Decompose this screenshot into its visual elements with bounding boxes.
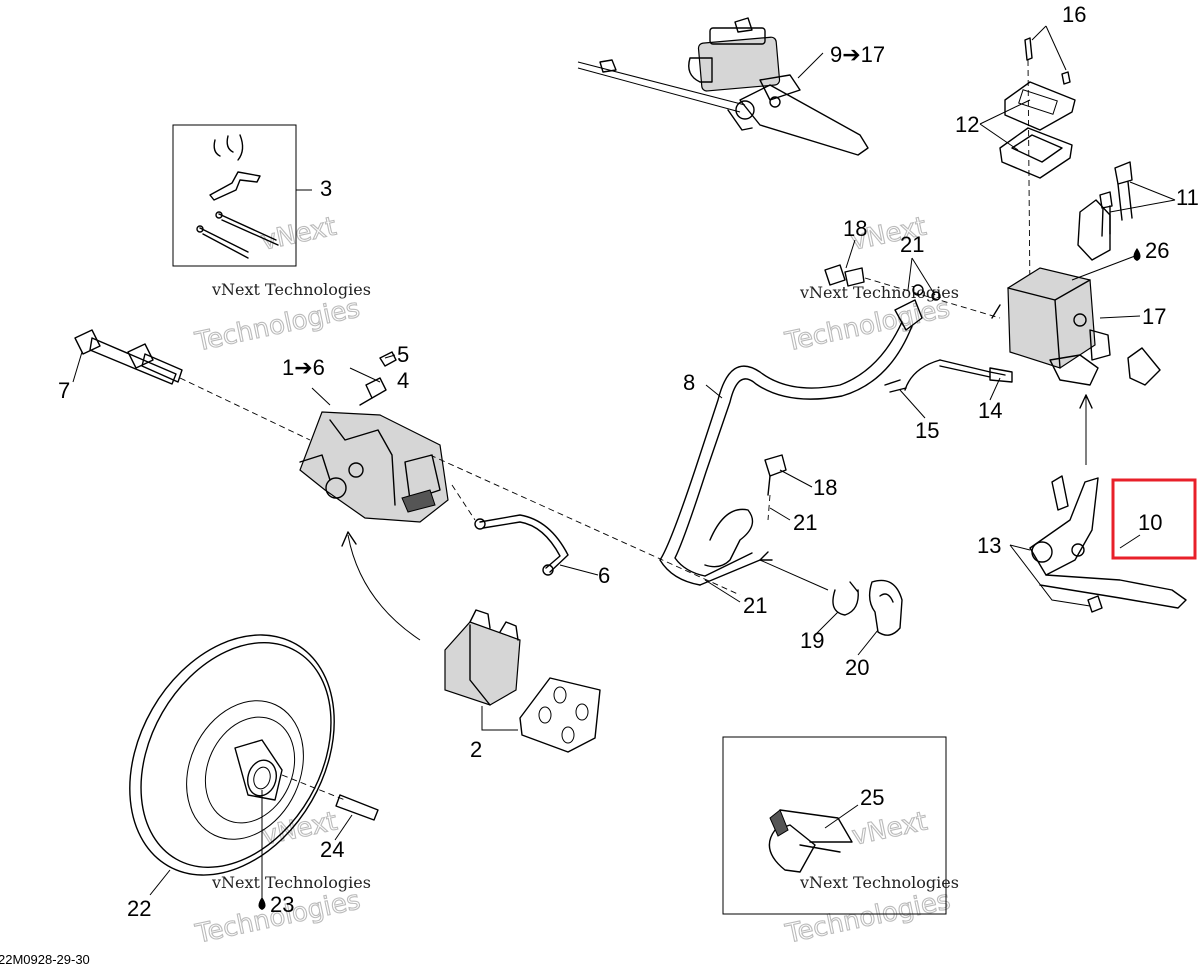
callout-7: 7 (58, 378, 70, 403)
brake-pads (444, 609, 601, 753)
callout-23-label: 23 (270, 892, 294, 917)
callout-22: 22 (127, 896, 151, 921)
callout-23: 23 (258, 892, 294, 917)
brake-hose-short (474, 514, 569, 576)
highlight-box-part-10 (1111, 478, 1197, 560)
callout-5: 5 (397, 342, 409, 367)
callout-4: 4 (397, 368, 409, 393)
callout-18-mid: 18 (813, 475, 837, 500)
callout-3: 3 (320, 176, 332, 201)
callout-leaders (72, 25, 1176, 896)
callout-8: 8 (683, 370, 695, 395)
watermark-line2: vNext Technologies (211, 873, 371, 892)
callout-9-17: 9➔17 (830, 42, 885, 67)
part-25-box (722, 736, 947, 915)
callout-18-top: 18 (843, 216, 867, 241)
clamp-arrow-line (759, 559, 829, 591)
watermark-bottom-right: vNext vNext Technologies Technologies (782, 806, 959, 950)
callout-15: 15 (915, 418, 939, 443)
callout-19: 19 (800, 628, 824, 653)
callout-1-6: 1➔6 (282, 355, 325, 380)
pin-kit-box (172, 124, 297, 267)
watermark-bottom-left: vNext vNext Technologies Technologies (192, 806, 371, 950)
callout-20: 20 (845, 655, 869, 680)
brake-disc (129, 634, 379, 905)
banjo-fittings (764, 264, 1001, 521)
brake-hose-main (659, 299, 923, 586)
callout-11: 11 (1176, 185, 1199, 210)
callout-6: 6 (598, 563, 610, 588)
callout-26-label: 26 (1145, 238, 1169, 263)
callout-10: 10 (1138, 510, 1162, 535)
dust-boot (868, 579, 903, 636)
callout-21-mid: 21 (793, 510, 817, 535)
callout-labels: 16 9➔17 12 11 3 18 21 26 17 1➔6 5 4 7 8 … (58, 2, 1199, 921)
watermark-line3: Technologies (782, 294, 953, 358)
callout-16: 16 (1062, 2, 1086, 27)
watermark-line3: Technologies (192, 294, 363, 358)
watermark-line2: vNext Technologies (211, 280, 371, 299)
caliper-bolts (74, 329, 311, 441)
pad-arrow-line (347, 534, 421, 641)
callout-21-bottom: 21 (743, 593, 767, 618)
watermark-line3: Technologies (782, 885, 953, 949)
clamp-arrow-head (759, 551, 773, 561)
watermark-line1: vNext (258, 212, 339, 257)
callout-17: 17 (1142, 304, 1166, 329)
callout-25: 25 (860, 785, 884, 810)
pad-arrow-head (341, 531, 357, 547)
hose-clamp (832, 581, 859, 616)
brake-caliper (299, 351, 741, 596)
watermark-line1: vNext (849, 807, 930, 852)
watermark-line2: vNext Technologies (799, 873, 959, 892)
watermark-top-left: vNext vNext Technologies Technologies (191, 211, 371, 358)
watermark-line2: vNext Technologies (799, 283, 959, 302)
callout-24: 24 (320, 837, 344, 862)
callout-2: 2 (470, 737, 482, 762)
callout-13: 13 (977, 533, 1001, 558)
master-cylinder-assembly-right (884, 37, 1161, 393)
master-cylinder-assembly-top (577, 17, 869, 156)
callout-26: 26 (1133, 238, 1169, 263)
callout-14: 14 (978, 398, 1002, 423)
drawing-code: 22M0928-29-30 (0, 952, 90, 967)
callout-21-top: 21 (900, 232, 924, 257)
callout-12: 12 (955, 112, 979, 137)
brake-lever-assembly (1029, 394, 1187, 613)
